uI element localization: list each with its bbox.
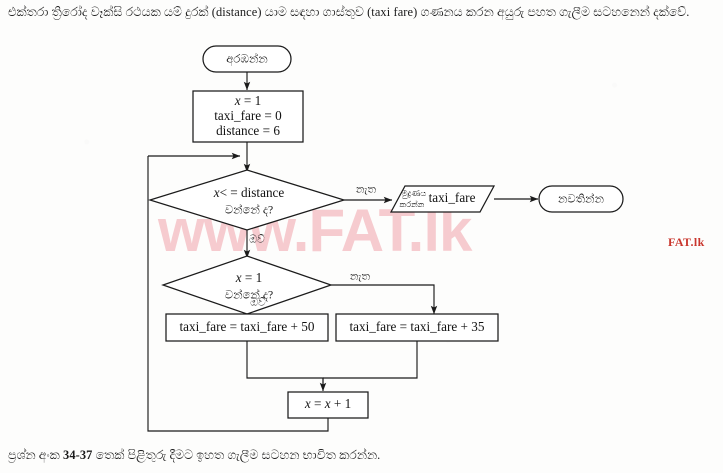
node-output-print-line2: කරන්න [400, 199, 425, 209]
node-init-line3: distance = 6 [216, 123, 280, 138]
node-output-fare: මුද්‍රණය කරන්න taxi_fare [389, 185, 496, 213]
edge-loopback-rail [147, 156, 329, 432]
edge-fare35-to-increment [323, 341, 418, 379]
intro-paragraph: එක්තරා ත්‍රිරෝද වෑක්සි රථයක යම් දුරක් (d… [8, 5, 690, 19]
node-fare-plus-35: taxi_fare = taxi_fare + 35 [335, 313, 499, 342]
node-decision-x-line2: වන්නේ ද? [225, 288, 273, 302]
node-fare-plus-50-label: taxi_fare = taxi_fare + 50 [180, 319, 315, 334]
footer-question-range: 34-37 [63, 448, 93, 462]
svg-text:x = 1: x = 1 [235, 270, 262, 285]
node-start: අරඹන්න [202, 45, 292, 73]
node-init: x = 1 taxi_fare = 0 distance = 6 [192, 90, 304, 143]
node-output-value: taxi_fare [429, 190, 476, 205]
node-output-print-line1: මුද්‍රණය [402, 189, 427, 198]
edge-label-decision-distance-no: නැත [356, 184, 377, 195]
node-increment-part2: = [311, 396, 325, 411]
node-decision-distance-line2: වන්නේ ද? [225, 203, 273, 217]
node-decision-x-equals-one: x = 1 වන්නේ ද? [161, 255, 333, 315]
node-increment-part4: + 1 [331, 396, 352, 411]
node-stop-label: නවතින්න [558, 192, 605, 206]
edge-label-decision-x-no: නැත [350, 271, 371, 282]
svg-text:x = x + 1: x = x + 1 [304, 396, 351, 411]
node-decision-x-var: x [235, 270, 242, 285]
node-decision-distance-var: x [213, 185, 220, 200]
node-decision-distance-rest: < = distance [220, 185, 285, 200]
edge-decision-x-no [331, 284, 438, 315]
node-init-line1-rest: = 1 [241, 93, 262, 108]
svg-text:x< = distance: x< = distance [213, 185, 285, 200]
svg-text:x = 1: x = 1 [234, 93, 261, 108]
node-decision-distance: x< = distance වන්නේ ද? [147, 169, 347, 231]
node-stop: නවතින්න [538, 185, 624, 213]
node-fare-plus-50: taxi_fare = taxi_fare + 50 [165, 313, 329, 342]
node-decision-x-rest: = 1 [242, 270, 263, 285]
footer-text-after: තෙක් පිළිතුරු දීමට ඉහත ගැලීම සටහන භාවිත … [92, 448, 381, 462]
edge-fare50-to-increment [246, 341, 324, 389]
footer-text-before: ප්‍රශ්න අංක [8, 448, 64, 462]
node-increment-part3: x [324, 396, 331, 411]
edge-label-decision-distance-yes: ඔව් [249, 233, 265, 245]
edge-label-decision-x-yes: ඔව් [250, 296, 266, 308]
node-fare-plus-35-label: taxi_fare = taxi_fare + 35 [350, 319, 485, 334]
node-increment-part1: x [304, 396, 311, 411]
watermark-fat-lk-corner: FAT.lk [668, 235, 705, 249]
node-increment-x: x = x + 1 [287, 391, 369, 419]
footer-paragraph: ප්‍රශ්න අංක 34-37 තෙක් පිළිතුරු දීමට ඉහත… [8, 447, 708, 464]
node-start-label: අරඹන්න [226, 52, 268, 67]
node-init-line2: taxi_fare = 0 [214, 108, 282, 123]
node-init-line1-var: x [234, 93, 241, 108]
